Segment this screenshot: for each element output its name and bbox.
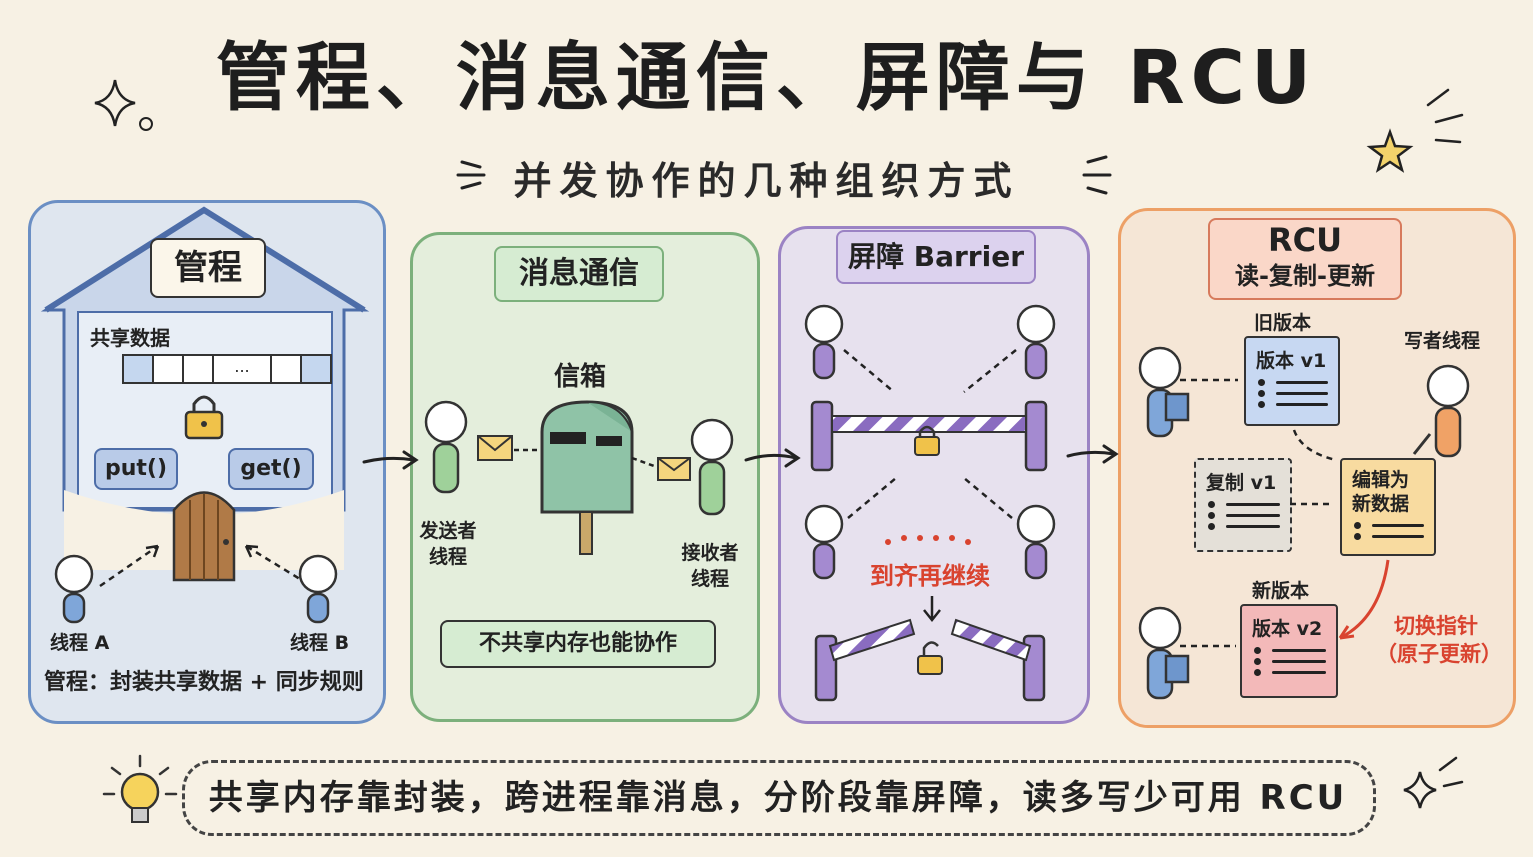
mailbox-illustration	[424, 400, 734, 555]
envelope-icon	[657, 457, 691, 481]
switch-line1: 切换指针	[1394, 614, 1478, 638]
summary-text: 共享内存靠封装，跨进程靠消息，分阶段靠屏障，读多写少可用 RCU	[208, 778, 1348, 818]
writer-figure	[1426, 364, 1470, 458]
unlocked-padlock-icon	[917, 641, 943, 675]
old-version-doc: 版本 v1	[1244, 336, 1340, 426]
edit-line1: 编辑为	[1352, 469, 1410, 491]
rcu-tag: RCU 读-复制-更新	[1208, 218, 1402, 300]
switch-line2: （原子更新）	[1376, 642, 1502, 666]
reader-figure	[1138, 346, 1190, 438]
shared-data-label: 共享数据	[90, 326, 170, 350]
put-button[interactable]: put()	[94, 448, 178, 490]
page-title: 管程、消息通信、屏障与 RCU	[215, 35, 1318, 121]
thread-b-label: 线程 B	[290, 632, 350, 654]
padlock-icon	[184, 395, 224, 440]
receiver-line2: 线程	[690, 568, 729, 590]
sparkle-icon	[94, 79, 1437, 809]
thread-figure	[1016, 504, 1056, 580]
array-cell	[272, 356, 302, 382]
message-caption: 不共享内存也能协作	[440, 620, 716, 668]
mailbox-label: 信箱	[554, 362, 607, 392]
edit-doc: 编辑为 新数据	[1340, 458, 1436, 556]
array-cell	[184, 356, 214, 382]
thread-figure	[804, 304, 844, 380]
doc-title: 版本 v2	[1252, 618, 1323, 640]
old-version-label: 旧版本	[1254, 312, 1312, 334]
door-icon	[172, 491, 236, 582]
receiver-label: 接收者 线程	[678, 540, 742, 592]
star-icon	[1366, 128, 1414, 173]
sender-figure	[424, 400, 468, 494]
doc-title: 复制 v1	[1206, 472, 1277, 494]
thread-b-figure	[298, 554, 338, 624]
barrier-illustration	[804, 304, 1056, 702]
array-cell	[154, 356, 184, 382]
get-button[interactable]: get()	[228, 448, 314, 490]
sender-line1: 发送者	[419, 520, 477, 542]
thread-a-figure	[54, 554, 94, 624]
doc-title: 版本 v1	[1256, 350, 1327, 372]
doc-title: 编辑为 新数据	[1342, 460, 1434, 516]
edit-line2: 新数据	[1352, 493, 1410, 515]
sender-label: 发送者 线程	[418, 518, 478, 570]
shared-data-array: ...	[122, 354, 332, 384]
receiver-line1: 接收者	[681, 542, 739, 564]
burst-lines-icon	[1426, 88, 1464, 788]
switch-pointer-label: 切换指针 （原子更新）	[1376, 612, 1502, 668]
barrier-gate-closed	[810, 400, 1048, 472]
rcu-tag-subtitle: 读-复制-更新	[1235, 262, 1375, 290]
summary-box	[182, 760, 1376, 836]
writer-label: 写者线程	[1404, 330, 1481, 352]
barrier-tag: 屏障 Barrier	[836, 230, 1036, 284]
subtitle-marks-icon	[456, 155, 1112, 195]
sender-line2: 线程	[428, 546, 467, 568]
lightbulb-icon	[102, 754, 178, 823]
thread-figure	[804, 504, 844, 580]
dot-icon	[139, 117, 153, 131]
reader-figure	[1138, 606, 1190, 700]
thread-a-label: 线程 A	[50, 632, 110, 654]
monitor-tag: 管程	[150, 238, 266, 298]
pencil-icon	[1412, 433, 1432, 455]
barrier-gate-open	[814, 618, 1046, 702]
envelope-icon	[477, 435, 513, 461]
array-cell: ...	[214, 356, 272, 382]
message-tag: 消息通信	[494, 246, 664, 302]
rcu-tag-title: RCU	[1267, 221, 1343, 259]
mailbox-icon	[540, 400, 634, 555]
monitor-caption: 管程：封装共享数据 + 同步规则	[44, 670, 364, 695]
padlock-icon	[914, 425, 940, 456]
array-cell	[124, 356, 154, 382]
thread-figure	[1016, 304, 1056, 380]
rcu-illustration	[1138, 346, 1470, 700]
new-version-doc: 版本 v2	[1240, 604, 1338, 698]
receiver-figure	[690, 418, 734, 516]
page-subtitle: 并发协作的几种组织方式	[513, 159, 1020, 203]
new-version-label: 新版本	[1252, 580, 1310, 602]
barrier-align-text: 到齐再继续	[870, 562, 990, 590]
